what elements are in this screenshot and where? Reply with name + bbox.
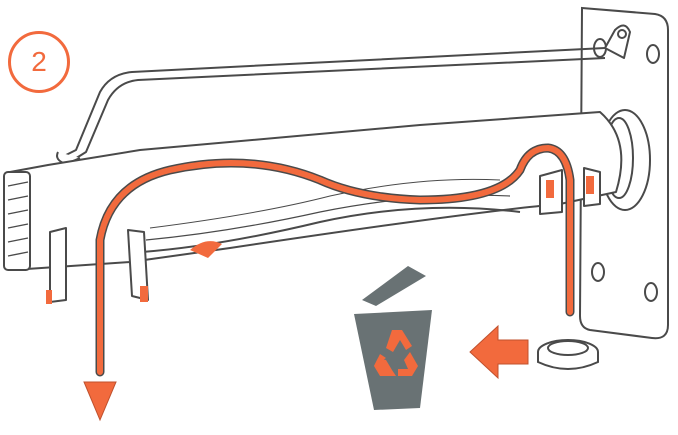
arrow-down-icon xyxy=(84,382,116,420)
recycle-bin-icon xyxy=(354,266,432,410)
end-cap-icon xyxy=(538,340,598,369)
arrow-left-icon xyxy=(470,326,528,378)
